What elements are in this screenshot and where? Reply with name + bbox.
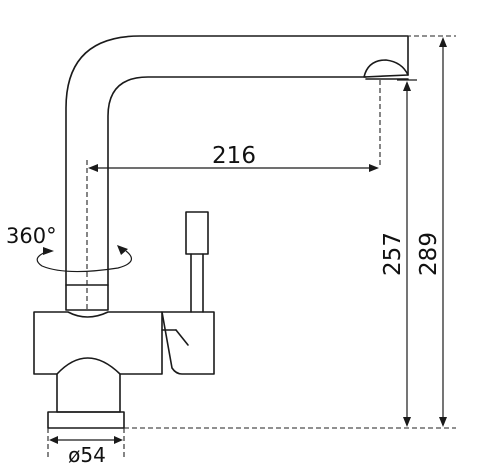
reach-arrow-right	[369, 164, 379, 172]
base-pedestal	[56, 373, 121, 413]
total-height-label: 289	[416, 232, 442, 276]
spout-outer	[65, 35, 409, 286]
total-height-arrow-bottom	[439, 417, 447, 427]
rotation-arc	[36, 250, 133, 273]
aerator	[363, 59, 409, 78]
outlet-height-arrow-top	[403, 81, 411, 91]
body-block	[33, 311, 163, 375]
lever-housing-slope	[175, 329, 189, 346]
dimension-lines	[53, 42, 444, 441]
diameter-label: ø54	[68, 443, 106, 467]
rotation-label: 360°	[6, 224, 57, 248]
rotation-arrowhead-right	[117, 245, 128, 255]
lever-knob	[185, 211, 209, 255]
centerlines	[47, 35, 456, 458]
outlet-height-label: 257	[380, 232, 406, 276]
base-flange	[47, 411, 125, 429]
total-height-arrow-top	[439, 37, 447, 47]
rotation-arrowhead-left	[43, 247, 54, 255]
outlet-height-arrow-bottom	[403, 417, 411, 427]
reach-arrow-left	[88, 164, 98, 172]
diameter-arrow-left	[49, 436, 58, 444]
faucet-outline	[33, 35, 409, 429]
rotation-indicator	[36, 245, 133, 273]
spout-inner	[107, 76, 367, 286]
reach-label: 216	[212, 143, 256, 169]
lever-housing	[161, 311, 215, 375]
dimension-arrowheads	[49, 37, 447, 444]
diameter-arrow-right	[114, 436, 123, 444]
